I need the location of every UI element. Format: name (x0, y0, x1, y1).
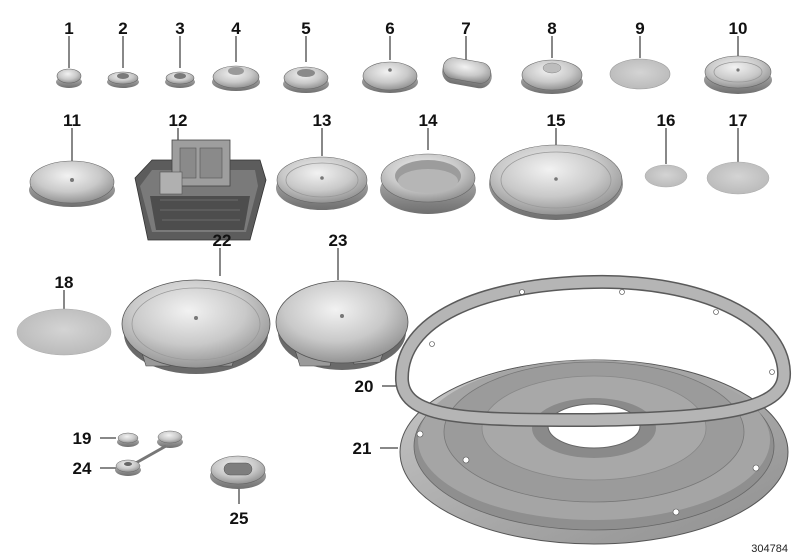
callout-9: 9 (635, 19, 644, 38)
callout-17: 17 (729, 111, 748, 130)
callout-23: 23 (329, 231, 348, 250)
part-15 (489, 128, 623, 220)
part-23 (275, 248, 409, 370)
callout-13: 13 (313, 111, 332, 130)
part-11 (29, 128, 115, 207)
part-20 (382, 274, 791, 427)
part-19-24 (100, 430, 183, 476)
part-18 (16, 290, 112, 356)
callout-7: 7 (461, 19, 470, 38)
part-10 (704, 36, 772, 94)
callout-3: 3 (175, 19, 184, 38)
part-1 (56, 36, 82, 88)
callout-8: 8 (547, 19, 556, 38)
part-9 (609, 36, 671, 90)
callout-24: 24 (73, 459, 92, 478)
part-13 (276, 128, 368, 210)
callout-20: 20 (355, 377, 374, 396)
callout-1: 1 (64, 19, 73, 38)
part-7 (442, 36, 492, 89)
callout-10: 10 (729, 19, 748, 38)
part-12 (134, 128, 267, 241)
callout-12: 12 (169, 111, 188, 130)
part-14 (380, 128, 476, 214)
part-22 (121, 248, 271, 374)
callout-21: 21 (353, 439, 372, 458)
part-2 (107, 36, 139, 88)
callout-15: 15 (547, 111, 566, 130)
callout-5: 5 (301, 19, 310, 38)
callout-4: 4 (231, 19, 241, 38)
part-5 (283, 36, 329, 93)
part-17 (706, 128, 770, 195)
callout-11: 11 (63, 111, 81, 130)
part-6 (362, 36, 418, 93)
callout-6: 6 (385, 19, 394, 38)
part-16 (644, 128, 688, 188)
part-3 (165, 36, 195, 88)
callout-22: 22 (213, 231, 232, 250)
callout-2: 2 (118, 19, 127, 38)
diagram-id: 304784 (751, 543, 788, 555)
callout-19: 19 (73, 429, 92, 448)
callout-25: 25 (230, 509, 249, 528)
callout-14: 14 (419, 111, 438, 130)
part-21 (380, 359, 789, 545)
callout-16: 16 (657, 111, 676, 130)
callout-18: 18 (55, 273, 74, 292)
part-8 (521, 36, 583, 94)
part-25 (210, 455, 266, 504)
part-4 (212, 36, 260, 91)
